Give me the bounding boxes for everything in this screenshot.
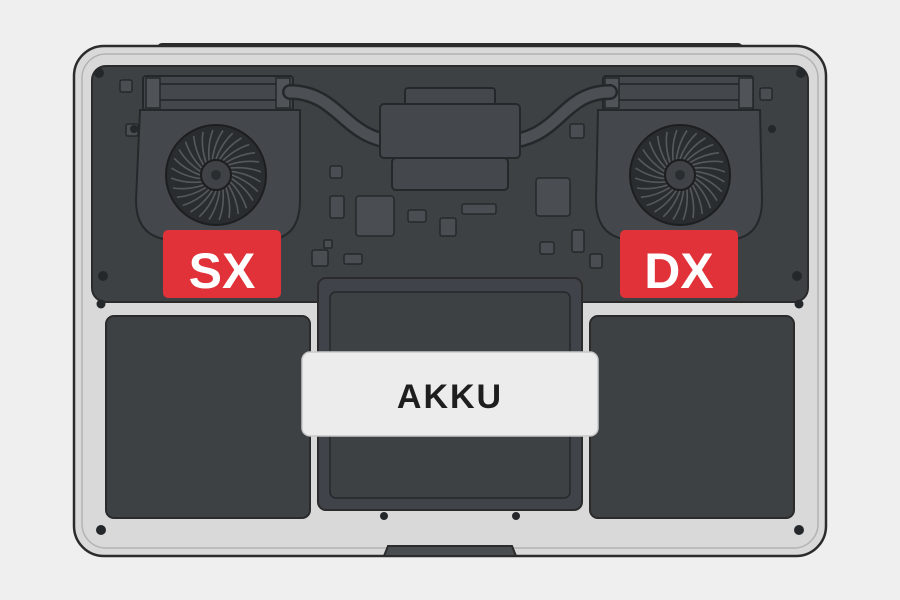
- right-heatsink: [602, 75, 754, 111]
- right-fan-label: DX: [644, 243, 713, 299]
- fan-blade: [173, 157, 201, 176]
- fan-blade: [672, 190, 685, 220]
- battery-label: AKKU: [397, 378, 503, 416]
- fan-blade: [691, 184, 704, 215]
- fan-blade: [653, 190, 678, 213]
- fan-blade: [231, 170, 261, 183]
- fan-blade: [636, 184, 668, 190]
- fan-blade: [675, 130, 688, 160]
- board-components: [119, 79, 773, 269]
- fan-blade: [189, 190, 214, 213]
- fan-blade: [665, 131, 671, 163]
- fan-blade: [201, 131, 207, 163]
- fan-blade: [222, 143, 250, 162]
- fan-blade: [230, 166, 262, 173]
- fan-blade: [637, 157, 665, 176]
- fan-blade: [225, 151, 256, 164]
- fan-blade: [178, 148, 201, 173]
- fan-blade: [679, 132, 698, 160]
- fan-blade: [682, 189, 689, 221]
- right-fan-tag: DX: [620, 230, 738, 299]
- fan-blade: [231, 177, 254, 202]
- fan-blade: [207, 129, 214, 161]
- fan-blade: [227, 184, 240, 215]
- fan-blade: [689, 187, 695, 219]
- fan-blade: [176, 186, 207, 199]
- fan-blade: [228, 160, 260, 166]
- fan-blade: [671, 129, 678, 161]
- fan-blade: [689, 151, 720, 164]
- battery-cell-right: [589, 315, 795, 519]
- fan-blade: [192, 135, 205, 166]
- left-fan-assembly: [134, 75, 301, 241]
- fan-blade: [695, 174, 723, 193]
- fan-blade: [171, 167, 201, 180]
- cpu-bracket: [391, 157, 509, 191]
- battery-cell-left: [105, 315, 311, 519]
- fan-blade: [686, 143, 714, 162]
- left-heatsink: [142, 75, 294, 111]
- fan-blade: [695, 177, 718, 202]
- fan-blade: [215, 132, 234, 160]
- fan-blade: [184, 141, 203, 169]
- fan-blade: [662, 190, 681, 218]
- fan-blade: [692, 160, 724, 166]
- fan-blade: [656, 135, 669, 166]
- fan-blade: [218, 137, 243, 160]
- fan-blade: [172, 184, 204, 190]
- fan-blade: [231, 174, 259, 193]
- left-fan-label: SX: [189, 243, 256, 299]
- fan-blade: [208, 190, 221, 220]
- fan-blade: [229, 181, 248, 209]
- left-fan-tag: SX: [163, 230, 281, 299]
- battery-label-box: AKKU: [301, 351, 599, 437]
- right-fan-assembly: [594, 75, 764, 241]
- fan-blade: [634, 177, 666, 184]
- fan-blade: [170, 177, 202, 184]
- fan-blade: [642, 148, 665, 173]
- fan-blade: [694, 166, 726, 173]
- cpu-shield: [379, 103, 521, 159]
- fan-blade: [682, 137, 707, 160]
- fan-blade: [693, 181, 712, 209]
- fan-blade: [695, 170, 725, 183]
- fan-blade: [218, 189, 225, 221]
- fan-blade: [182, 188, 210, 207]
- left-fan-blades: [170, 129, 262, 221]
- bottom-notch: [382, 545, 518, 557]
- fan-blade: [225, 187, 231, 219]
- fan-blade: [211, 130, 224, 160]
- fan-blade: [648, 141, 667, 169]
- fan-blade: [198, 190, 217, 218]
- screw-icon: [94, 68, 806, 535]
- fan-blade: [640, 186, 671, 199]
- fan-blade: [635, 167, 665, 180]
- fan-blade: [646, 188, 674, 207]
- right-fan-blades: [634, 129, 726, 221]
